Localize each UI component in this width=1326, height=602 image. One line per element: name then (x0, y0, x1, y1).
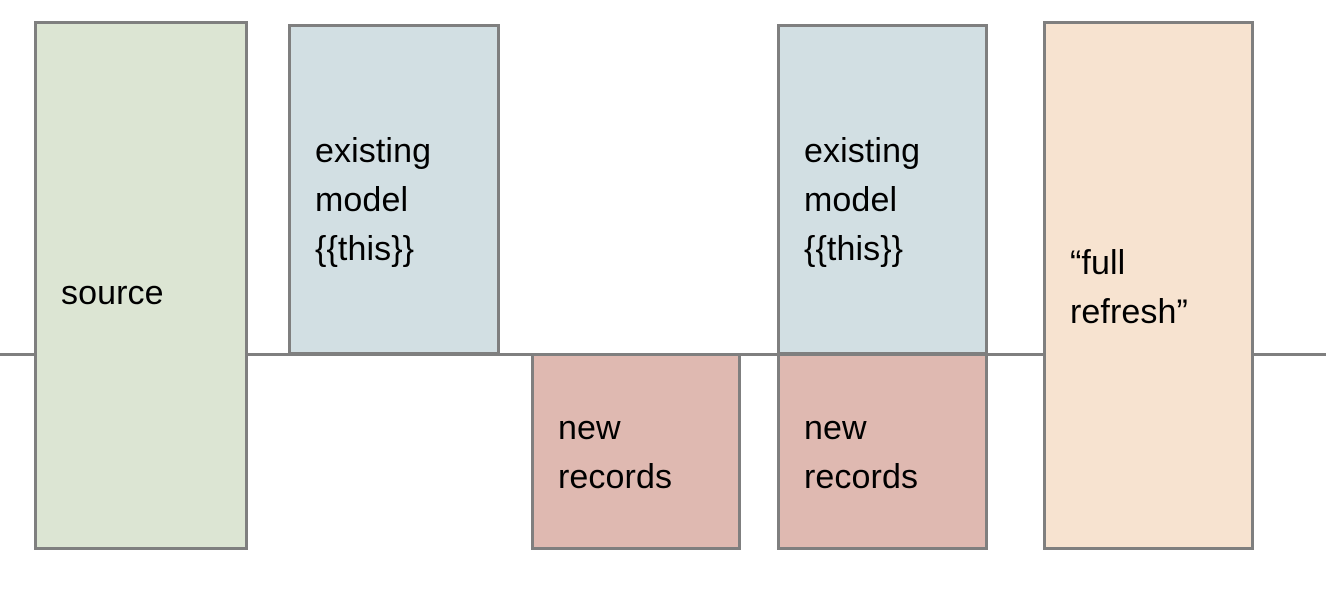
diagram-box-full-refresh-label: “full refresh” (1070, 244, 1188, 331)
diagram-box-new-records-1-label: new records (558, 409, 673, 496)
diagram-box-new-records-1[interactable]: new records (531, 353, 741, 550)
diagram-box-full-refresh[interactable]: “full refresh” (1043, 21, 1254, 550)
diagram-box-source[interactable]: source (34, 21, 248, 550)
diagram-box-source-label: source (61, 274, 164, 312)
diagram-box-existing-model-1-label: existing model {{this}} (315, 132, 432, 268)
diagram-box-existing-model-2-label: existing model {{this}} (804, 132, 921, 268)
diagram-box-existing-model-1[interactable]: existing model {{this}} (288, 24, 500, 355)
diagram-box-new-records-2-label: new records (804, 409, 919, 496)
diagram-box-new-records-2[interactable]: new records (777, 353, 988, 550)
diagram-box-existing-model-2[interactable]: existing model {{this}} (777, 24, 988, 355)
